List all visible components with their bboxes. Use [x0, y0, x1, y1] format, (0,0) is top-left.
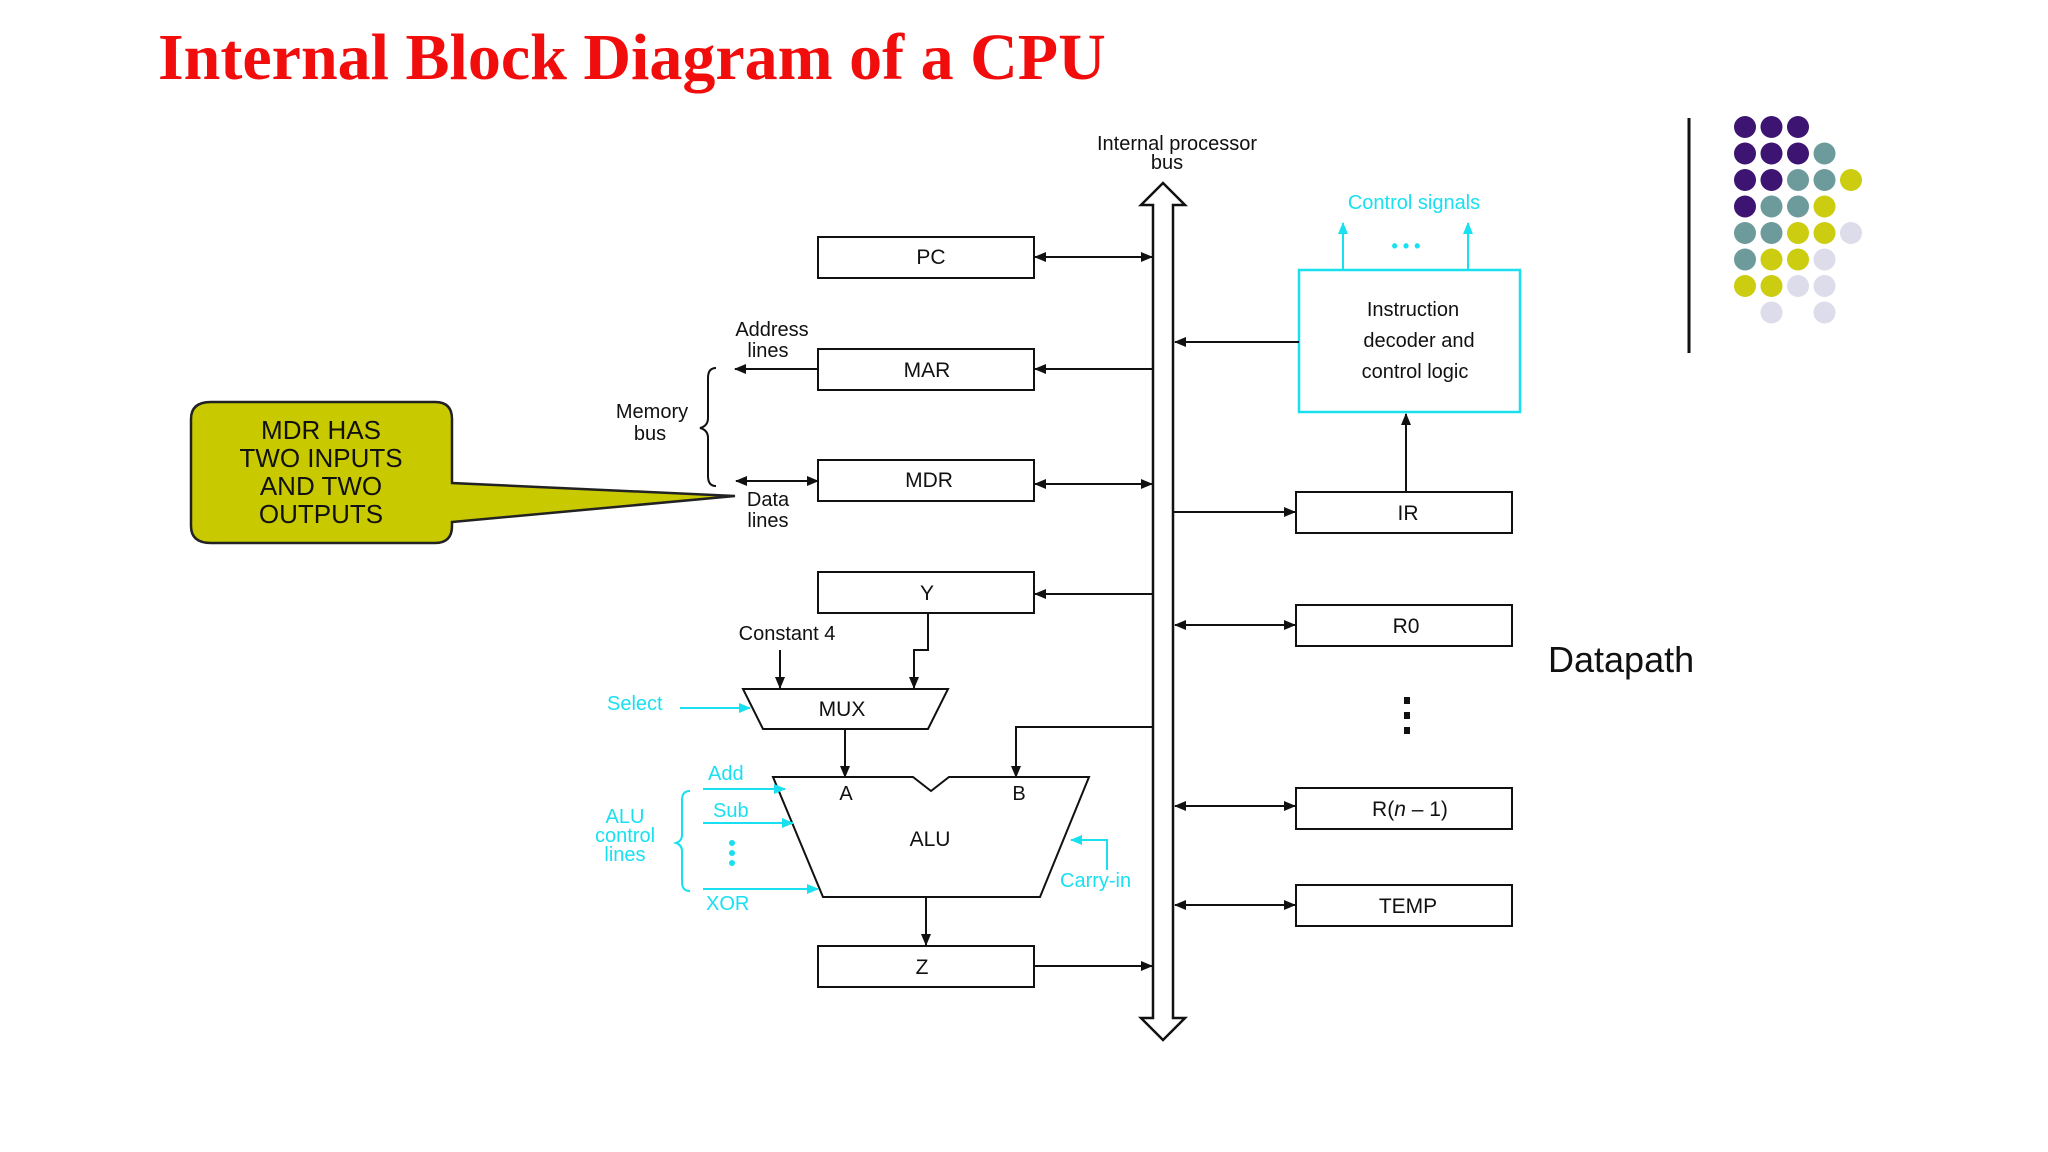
slide-title: Internal Block Diagram of a CPU: [158, 21, 1106, 94]
decor-dot: [1734, 222, 1756, 244]
register-mdr: MDR: [817, 459, 1035, 502]
carry-in-label: Carry-in: [1060, 870, 1131, 892]
register-ellipsis: [1404, 697, 1410, 734]
decor-dot: [1760, 301, 1783, 324]
decor-dot: [1734, 248, 1756, 271]
instruction-decoder: Instruction decoder and control logic: [1297, 268, 1522, 414]
address-lines-label-1: Address: [735, 319, 808, 341]
data-lines-label-2: lines: [747, 510, 788, 532]
mux: MUX: [741, 688, 950, 730]
decor-dot: [1760, 169, 1783, 191]
register-z: Z: [817, 945, 1035, 988]
register-ir: IR: [1295, 491, 1513, 534]
decor-dot: [1813, 222, 1836, 244]
decor-dot: [1734, 116, 1756, 138]
alu-control-label-3: lines: [604, 844, 645, 866]
xor-label: XOR: [706, 893, 749, 915]
bus-label-2: bus: [1151, 152, 1183, 174]
decor-dot: [1787, 195, 1809, 218]
decor-dot: [1787, 222, 1809, 244]
decor-dot: [1813, 195, 1836, 218]
register-z-label: Z: [916, 956, 929, 979]
decor-dot: [1734, 275, 1756, 297]
decor-dot: [1787, 116, 1809, 138]
decor-dot: [1787, 275, 1809, 297]
decor-dots: [1734, 116, 1862, 324]
callout-line-4: OUTPUTS: [259, 499, 383, 529]
callout-line-2: TWO INPUTS: [239, 443, 402, 473]
alu-label: ALU: [910, 828, 951, 851]
address-lines-label-2: lines: [747, 340, 788, 362]
decor-dot: [1734, 195, 1756, 218]
control-signals-label: Control signals: [1348, 192, 1480, 214]
register-r0: R0: [1295, 604, 1513, 647]
decor-dot: [1760, 222, 1783, 244]
decor-dot: [1813, 248, 1836, 271]
decor-dot: [1840, 222, 1862, 244]
decor-dot: [1760, 142, 1783, 165]
decor-dot: [1813, 142, 1836, 165]
mux-label: MUX: [819, 698, 866, 721]
decor-dot: [1734, 142, 1756, 165]
register-ir-label: IR: [1398, 502, 1419, 525]
add-label: Add: [708, 763, 744, 785]
decor-dot: [1813, 301, 1836, 324]
decor-dot: [1760, 116, 1783, 138]
callout-line-3: AND TWO: [260, 471, 382, 501]
decor-dot: [1760, 248, 1783, 271]
control-dots: • • •: [1392, 236, 1421, 256]
decor-dot: [1760, 195, 1783, 218]
decoder-label-1: Instruction: [1367, 299, 1459, 321]
decor-dot: [1813, 169, 1836, 191]
register-mdr-label: MDR: [905, 469, 953, 492]
register-r0-label: R0: [1393, 615, 1420, 638]
internal-bus: [1137, 181, 1189, 1042]
decor-dot: [1813, 275, 1836, 297]
alu-input-b-label: B: [1012, 783, 1025, 805]
decoder-label-3: control logic: [1362, 361, 1469, 383]
callout-line-1: MDR HAS: [261, 415, 381, 445]
alu-control-label-1: ALU: [606, 806, 645, 828]
register-mar-label: MAR: [904, 359, 951, 382]
decor-dot: [1734, 169, 1756, 191]
datapath-label: Datapath: [1548, 639, 1694, 680]
decor-dot: [1787, 248, 1809, 271]
data-lines-label-1: Data: [747, 489, 790, 511]
register-pc: PC: [817, 236, 1035, 279]
decor-dot: [1840, 169, 1862, 191]
register-temp: TEMP: [1295, 884, 1513, 927]
sub-label: Sub: [713, 800, 749, 822]
register-rn-1: R(n – 1): [1295, 787, 1513, 830]
register-pc-label: PC: [916, 246, 945, 269]
decor-dot: [1787, 142, 1809, 165]
register-y: Y: [817, 571, 1035, 614]
decoder-label-2: decoder and: [1363, 330, 1474, 352]
memory-bus-label-1: Memory: [616, 401, 688, 423]
decor-dot: [1760, 275, 1783, 297]
decor-dot: [1787, 169, 1809, 191]
mdr-callout: MDR HAS TWO INPUTS AND TWO OUTPUTS: [189, 400, 736, 545]
register-rn-1-label: R(n – 1): [1372, 798, 1448, 821]
bus-label-1: Internal processor: [1097, 133, 1257, 155]
constant-4-label: Constant 4: [739, 623, 836, 645]
select-label: Select: [607, 693, 663, 715]
register-mar: MAR: [817, 348, 1035, 391]
register-y-label: Y: [920, 582, 934, 605]
alu: ALU A B: [771, 776, 1091, 898]
memory-bus-label-2: bus: [634, 423, 666, 445]
alu-control-label-2: control: [595, 825, 655, 847]
alu-input-a-label: A: [839, 783, 853, 805]
register-temp-label: TEMP: [1379, 895, 1437, 918]
